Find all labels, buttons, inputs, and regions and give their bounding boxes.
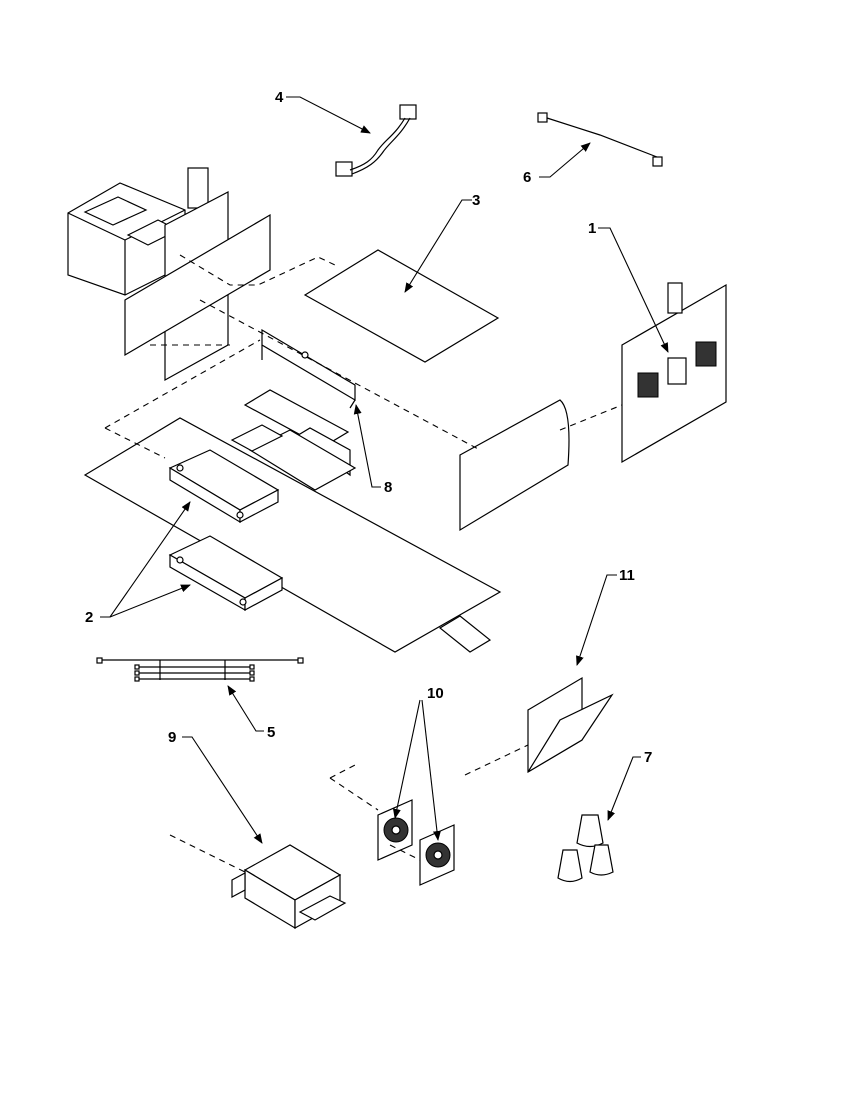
relay-panel bbox=[621, 282, 727, 464]
callout-8: 8 bbox=[384, 479, 392, 496]
jumper-harness-5 bbox=[96, 657, 304, 682]
front-door-panel bbox=[459, 399, 570, 532]
callout-leaders bbox=[100, 96, 669, 844]
callout-2: 2 bbox=[85, 609, 93, 626]
callout-4: 4 bbox=[275, 89, 284, 106]
wire-harness-4 bbox=[335, 104, 417, 177]
speaker-right bbox=[419, 824, 455, 886]
callout-1: 1 bbox=[588, 220, 596, 237]
control-module-9 bbox=[231, 844, 347, 930]
callout-labels: 1 2 3 4 5 6 7 8 9 10 11 bbox=[85, 89, 652, 766]
callout-11: 11 bbox=[619, 567, 635, 584]
top-cover-panel bbox=[303, 249, 500, 363]
wire-6 bbox=[537, 112, 663, 167]
folded-cover-11 bbox=[527, 676, 614, 774]
circuit-cards-upper bbox=[230, 389, 357, 491]
callout-3: 3 bbox=[472, 192, 480, 209]
callout-7: 7 bbox=[644, 749, 652, 766]
power-module-lower bbox=[168, 535, 284, 612]
callout-9: 9 bbox=[168, 729, 176, 746]
mounting-bracket bbox=[261, 328, 356, 409]
speaker-left bbox=[377, 799, 413, 861]
callout-5: 5 bbox=[267, 724, 275, 741]
assembly-guide-lines bbox=[104, 254, 623, 873]
callout-10: 10 bbox=[427, 685, 444, 702]
callout-6: 6 bbox=[523, 169, 531, 186]
side-panels bbox=[124, 191, 271, 382]
wire-nuts-7 bbox=[557, 814, 614, 883]
power-module-upper bbox=[168, 449, 280, 524]
